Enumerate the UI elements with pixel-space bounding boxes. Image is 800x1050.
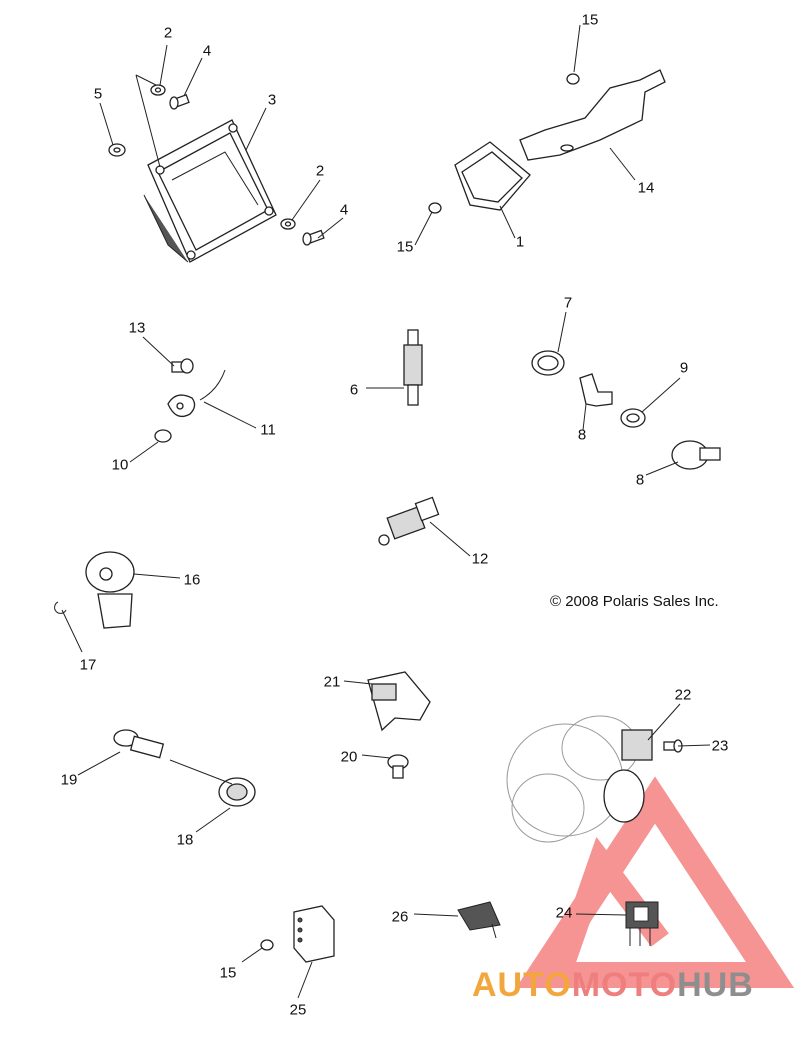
callout-14: 14 [637, 179, 655, 197]
callout-8: 8 [577, 426, 587, 444]
bracket-part-14 [519, 69, 666, 161]
callout-21: 21 [323, 673, 341, 691]
bolt-4-right [302, 229, 325, 246]
fitting-part-20 [387, 754, 409, 779]
tab-part-8 [579, 373, 613, 407]
switch-part-26 [457, 901, 501, 939]
callout-16: 16 [183, 571, 201, 589]
plug-10 [154, 429, 172, 443]
callout-22: 22 [674, 686, 692, 704]
fastener-15-top [566, 73, 580, 85]
grommet-part-18 [218, 777, 256, 807]
cover-part-1 [454, 141, 531, 211]
clip-part-17 [54, 601, 67, 614]
callout-25: 25 [289, 1001, 307, 1019]
callout-9: 9 [679, 359, 689, 377]
callout-3: 3 [267, 91, 277, 109]
cap-part-7 [531, 350, 565, 376]
bolt-4-top [169, 94, 190, 110]
sensor-part-12 [378, 496, 440, 546]
relay-part-25 [293, 905, 335, 963]
watermark-part-3: HUB [677, 966, 754, 1004]
callout-19: 19 [60, 771, 78, 789]
sensor-11 [167, 369, 226, 418]
ecu-module-part [143, 119, 277, 263]
callout-5: 5 [93, 85, 103, 103]
washer-2-right [280, 218, 296, 230]
watermark-part-1: AUTO [472, 966, 572, 1004]
callout-17: 17 [79, 656, 97, 674]
ring-part-9 [620, 408, 646, 428]
callout-12: 12 [471, 550, 489, 568]
sensor-part-16 [85, 551, 135, 629]
callout-15: 15 [581, 11, 599, 29]
callout-1: 1 [515, 233, 525, 251]
watermark-logo-mark [515, 776, 795, 988]
throttle-body-part-22 [506, 715, 653, 843]
bolt-13 [171, 358, 194, 374]
callout-24: 24 [555, 904, 573, 922]
switch-part-24 [625, 901, 659, 946]
sensor-part-19 [113, 729, 165, 759]
callout-2: 2 [315, 162, 325, 180]
sensor-part-6 [403, 329, 423, 406]
watermark-part-2: MOTO [571, 966, 678, 1004]
knob-part-8 [671, 440, 721, 470]
sensor-part-21 [367, 671, 431, 732]
washer-2-top [150, 84, 166, 96]
callout-11: 11 [260, 421, 276, 439]
callout-7: 7 [563, 294, 573, 312]
callout-4: 4 [339, 201, 349, 219]
fastener-15-mid [428, 202, 442, 214]
screw-15-bottom [260, 939, 274, 951]
washer-5 [108, 143, 126, 157]
callout-23: 23 [711, 737, 729, 755]
copyright-text: © 2008 Polaris Sales Inc. [550, 593, 719, 610]
callout-18: 18 [176, 831, 194, 849]
leader-lines [61, 24, 711, 999]
callout-2: 2 [163, 24, 173, 42]
callout-26: 26 [391, 908, 409, 926]
callout-8: 8 [635, 471, 645, 489]
callout-15: 15 [396, 238, 414, 256]
callout-6: 6 [349, 381, 359, 399]
callout-4: 4 [202, 42, 212, 60]
callout-13: 13 [128, 319, 146, 337]
callout-10: 10 [111, 456, 129, 474]
callout-15: 15 [219, 964, 237, 982]
watermark-text: AUTOMOTOHUB [472, 966, 754, 1005]
callout-20: 20 [340, 748, 358, 766]
